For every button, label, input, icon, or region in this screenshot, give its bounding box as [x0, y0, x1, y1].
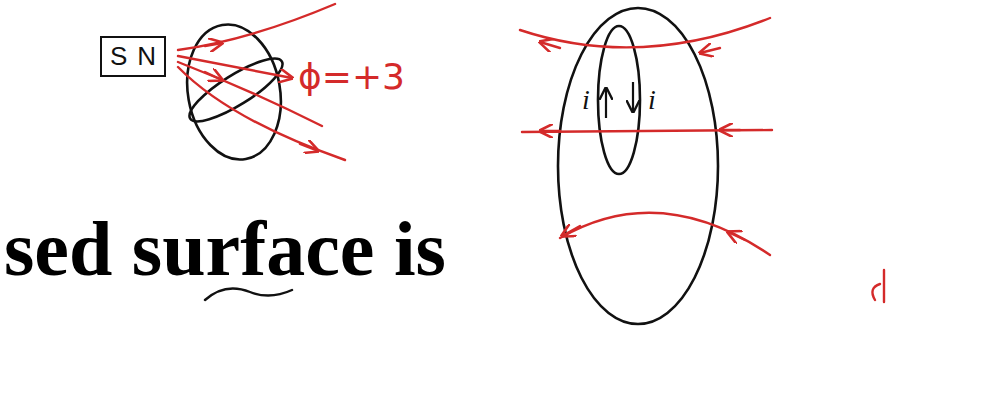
- current-label: i: [582, 84, 590, 116]
- current-label: i: [648, 84, 656, 116]
- pole-letter: S: [110, 41, 127, 72]
- heading-fragment: sed surface is: [4, 204, 446, 294]
- bar-magnet: SN: [100, 36, 166, 77]
- torus: [558, 8, 718, 324]
- current-arrows: [606, 82, 633, 118]
- flux-value: ϕ=+3: [298, 56, 405, 97]
- pole-letter: N: [137, 41, 156, 72]
- field-lines: [520, 18, 772, 255]
